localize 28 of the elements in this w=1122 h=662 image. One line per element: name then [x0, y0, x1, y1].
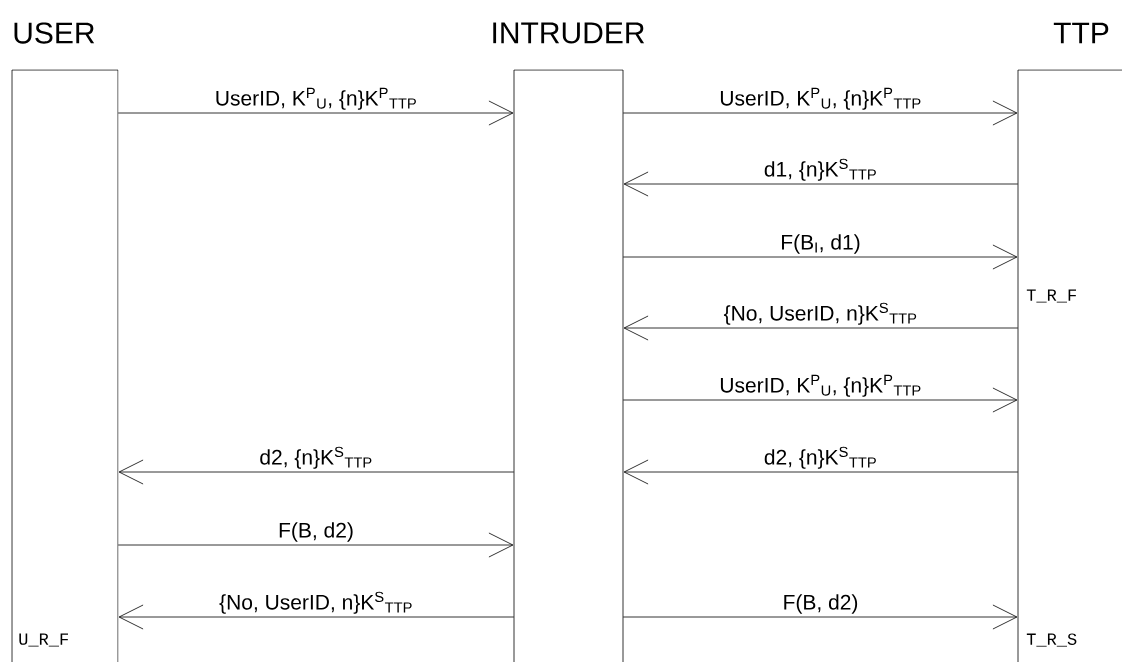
edge-label: F(B, d2)	[277, 521, 355, 543]
arrow	[623, 315, 1019, 341]
arrow	[622, 387, 1018, 413]
arrow	[623, 459, 1019, 485]
edge-label: F(B$_{I}$, d1)	[779, 233, 862, 255]
state-label: T_R_S	[1026, 633, 1077, 647]
arrow	[622, 604, 1018, 630]
arrow	[118, 604, 515, 630]
arrow	[622, 244, 1018, 270]
edge-label: UserID, K$^{P}$$_{U}$, {n}K$^{P}$TTP	[718, 373, 923, 398]
edge-label: d2, {n}K$^{S}$TTP	[258, 445, 374, 470]
participant-heading: USER	[14, 22, 95, 44]
arrow	[117, 100, 514, 126]
arrow	[118, 459, 515, 485]
edge-label: F(B, d2)	[781, 593, 860, 615]
arrow	[623, 171, 1019, 197]
edge-label: d2, {n}K$^{S}$TTP	[762, 445, 879, 470]
edge-label: d1, {n}K$^{S}$TTP	[762, 157, 879, 182]
state-label: T_R_F	[1026, 289, 1076, 303]
edge-label: UserID, K$^{P}$$_{U}$, {n}K$^{P}$TTP	[213, 86, 419, 111]
arrow	[117, 532, 514, 558]
edge-label: UserID, K$^{P}$$_{U}$, {n}K$^{P}$TTP	[718, 86, 923, 111]
participant-heading: INTRUDER	[493, 22, 645, 44]
edge-label: {No, UserID, n}K$^{S}$TTP	[722, 301, 919, 326]
arrow	[622, 100, 1018, 126]
state-label: U_R_F	[19, 633, 68, 647]
participant-heading: TTP	[1053, 22, 1109, 44]
edge-label: {No, UserID, n}K$^{S}$TTP	[218, 590, 414, 615]
